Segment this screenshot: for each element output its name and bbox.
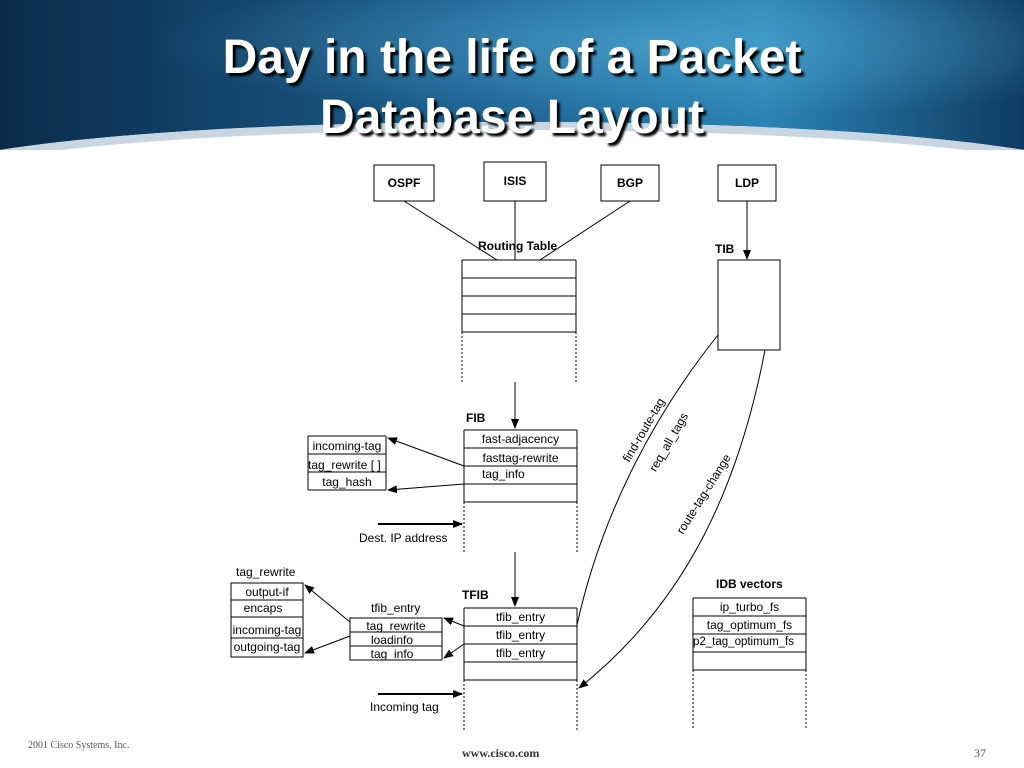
tfib-entry-struct [349,617,443,661]
tfib-entry-field: loadinfo [370,633,414,647]
ldp-label: LDP [735,176,759,190]
tag-rewrite-field: encaps [243,601,283,615]
footer-url: www.cisco.com [462,746,540,760]
tag-rewrite-field: output-if [245,585,289,599]
tag-rewrite-field: outgoing-tag [233,640,301,654]
bgp-label: BGP [616,176,643,190]
slide-title-line2: Database Layout [319,91,705,144]
fib-entry: fasttag-rewrite [482,451,559,465]
fib-table [463,429,578,552]
fib-label: FIB [466,411,486,425]
tag-rewrite-field: incoming-tag [232,623,302,637]
tag-info-field: tag_hash [322,475,372,489]
tag-info-field: tag_rewrite [ ] [308,458,381,472]
idb-vectors-table [692,597,807,730]
tib-label: TIB [715,242,735,256]
incoming-tag-label: Incoming tag [370,700,439,714]
tfib-label: TFIB [462,588,489,602]
tfib-entry: tfib_entry [495,610,546,624]
page-number: 37 [974,746,986,760]
dest-ip-label: Dest. IP address [359,531,448,545]
idb-entry: ip_turbo_fs [719,600,780,614]
tfib-table [463,607,578,730]
copyright-text: 2001 Cisco Systems, Inc. [28,740,130,751]
idb-entry: p2_tag_optimum_fs [693,636,795,648]
ospf-label: OSPF [387,176,421,190]
tfib-entry-field: tag_info [370,647,414,661]
idb-vectors-label: IDB vectors [716,577,783,591]
tib-box [717,259,781,351]
slide-title-line1: Day in the life of a Packet [222,31,802,84]
routing-table-label: Routing Table [478,239,558,253]
route-tag-change-curve [578,349,766,689]
header-banner [0,0,1024,150]
tfib-entry-field: tag_rewrite [366,619,426,633]
find-route-tag-curve [576,334,719,626]
fib-entry: fast-adjacency [481,432,560,446]
tfib-entry: tfib_entry [495,646,546,660]
tag-rewrite-heading: tag_rewrite [236,565,296,579]
routing-table [461,259,577,382]
tfib-entry-heading: tfib_entry [371,601,421,615]
tag-rewrite-struct [230,582,304,658]
isis-label: ISIS [503,174,527,188]
tfib-entry: tfib_entry [495,628,546,642]
idb-entry: tag_optimum_fs [706,618,793,632]
tag-info-struct [307,435,387,491]
tag-info-field: incoming-tag [312,439,382,453]
fib-entry: tag_info [482,467,525,481]
